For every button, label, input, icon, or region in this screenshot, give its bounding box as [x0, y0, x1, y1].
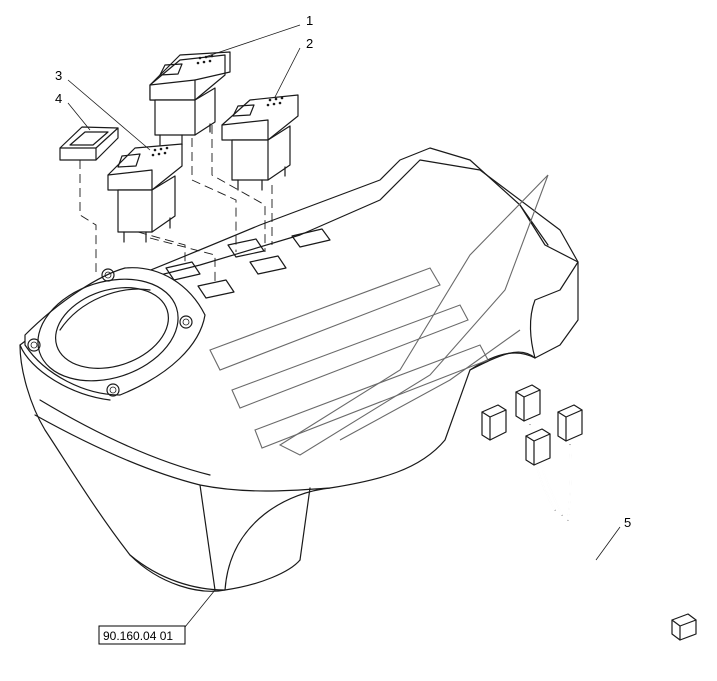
rocker-switch-3: [107, 143, 183, 243]
gauge-pod: [24, 267, 206, 397]
indicator-dots-icon: [266, 96, 284, 107]
reference-label: 90.160.04 01: [98, 625, 186, 645]
indicator-dots-icon: [151, 146, 169, 157]
rocker-switch-1: [149, 51, 231, 146]
screw-icon: [27, 268, 193, 397]
callout-5: 5: [624, 515, 631, 530]
leader-lines: [67, 24, 621, 628]
connector-icon: [481, 384, 697, 641]
wiring-harness: [481, 384, 697, 641]
callout-2: 2: [306, 36, 313, 51]
reference-code: 90.160.04 01: [103, 629, 173, 643]
switch-slots: [165, 228, 331, 299]
callout-3: 3: [55, 68, 62, 83]
cover-cap: [59, 126, 119, 161]
callout-4: 4: [55, 91, 62, 106]
callout-1: 1: [306, 13, 313, 28]
assembly-lines: [79, 125, 273, 285]
watermark-logo: [209, 174, 549, 456]
rocker-switch-2: [221, 94, 299, 191]
